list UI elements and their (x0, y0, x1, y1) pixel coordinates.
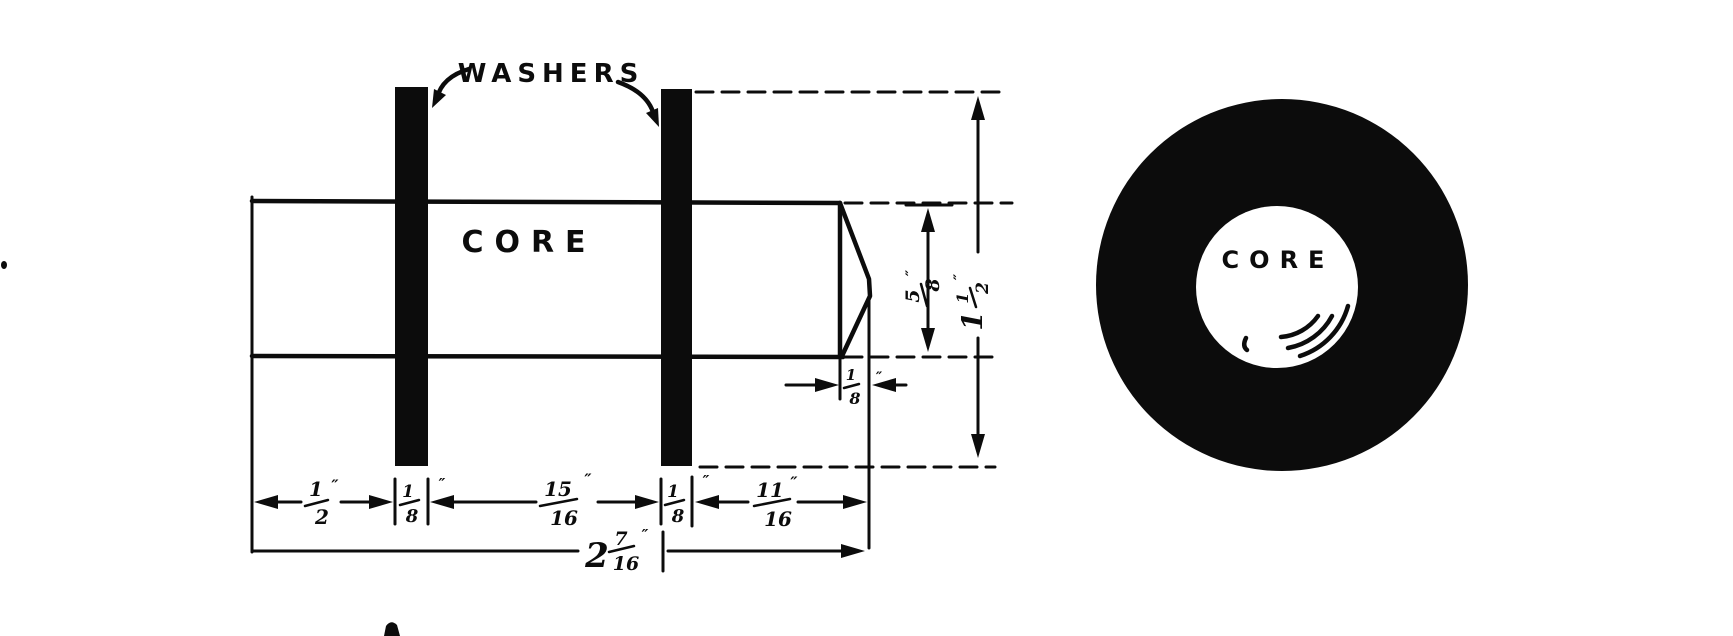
shading-arc (1278, 313, 1321, 340)
fraction-denominator: 2 (973, 282, 993, 295)
fraction-denominator: 16 (764, 507, 792, 531)
fraction-numerator: 5 (902, 289, 924, 302)
arrowhead (635, 495, 659, 509)
fraction-bar (919, 282, 929, 308)
fraction-denominator: 16 (550, 506, 578, 530)
fraction-bar (607, 544, 636, 554)
unit-mark: ″ (904, 269, 920, 276)
leader-arrow-left (432, 66, 472, 108)
arrowhead (646, 108, 659, 127)
fraction-denominator: 8 (405, 506, 419, 527)
arrowhead (695, 495, 719, 509)
dim-washer2-thickness: 1 8 ″ (659, 472, 710, 528)
shading-arc (1297, 303, 1351, 359)
core-end-label: CORE (1222, 246, 1335, 274)
unit-mark: ″ (642, 526, 649, 544)
fraction-bar (968, 286, 978, 309)
extension-lines (694, 90, 1014, 550)
fraction-numerator: 1 (667, 482, 679, 502)
fraction-numerator: 11 (756, 478, 784, 502)
fraction-numerator: 7 (614, 528, 627, 550)
unit-mark: ″ (703, 472, 710, 490)
arrowhead (841, 544, 865, 558)
fraction-denominator: 8 (922, 278, 944, 292)
side-view: WASHERS CORE (249, 59, 1014, 576)
dim-taper-length: 1 8 ″ (784, 366, 908, 408)
arrowhead-down (921, 328, 935, 352)
whole-number: 1 (956, 311, 989, 330)
dim-row-primary: 1 2 ″ 1 8 ″ 15 16 (254, 470, 867, 531)
dim-left-margin: 1 2 ″ (254, 476, 393, 529)
fraction-denominator: 16 (613, 553, 639, 575)
fraction-bar (398, 498, 421, 507)
unit-mark: ″ (790, 473, 798, 492)
rotated-label: 5 8 ″ (902, 269, 944, 308)
arrowhead-down (971, 434, 985, 458)
arrowhead-up (921, 208, 935, 232)
core-outline (249, 195, 873, 554)
core-top-line (249, 198, 843, 206)
shading-arcs (1242, 303, 1351, 359)
leader-arrow-right (615, 79, 659, 127)
end-view: CORE (1096, 99, 1468, 471)
dim-washer-diameter: 1 1 2 ″ (952, 96, 993, 458)
end-view-core-hole (1196, 206, 1358, 368)
arrowhead (843, 495, 867, 509)
arrowhead (254, 495, 278, 509)
core-side-label: CORE (461, 225, 596, 260)
fraction-denominator: 8 (848, 389, 860, 408)
rotated-label: 1 1 2 ″ (952, 273, 993, 331)
washer-2 (661, 89, 692, 466)
arrowhead (369, 495, 393, 509)
unit-mark: ″ (876, 370, 883, 386)
washers-callout: WASHERS (432, 59, 659, 127)
arrowhead (815, 378, 839, 392)
fraction-bar (663, 498, 686, 507)
fraction-denominator: 2 (314, 505, 329, 529)
whole-number: 2 (584, 536, 609, 576)
dim-overall-length: 2 7 16 ″ (250, 526, 865, 576)
shading-tick (1242, 335, 1250, 353)
washer-1 (395, 87, 428, 466)
core-taper-tip (837, 200, 873, 359)
unit-mark: ″ (952, 273, 968, 280)
shading-arc (1285, 313, 1335, 351)
dim-right-end: 11 16 ″ (695, 473, 867, 531)
washers-label: WASHERS (458, 59, 645, 89)
fraction-numerator: 1 (309, 477, 323, 501)
fraction-numerator: 1 (846, 366, 856, 384)
fraction-numerator: 1 (402, 482, 414, 502)
unit-mark: ″ (331, 476, 339, 495)
cropped-caption-mark (384, 622, 400, 636)
fraction-numerator: 15 (544, 477, 572, 501)
speck (1, 261, 7, 269)
arrowhead (872, 378, 896, 392)
dim-washer1-thickness: 1 8 ″ (393, 475, 446, 527)
dim-between-washers: 15 16 ″ (430, 470, 659, 530)
arrowhead (432, 89, 446, 108)
leader-line (615, 79, 656, 115)
scan-artifacts (1, 261, 400, 636)
dim-core-diameter: 5 8 ″ (902, 203, 954, 352)
arrowhead (430, 495, 454, 509)
fraction-numerator: 1 (953, 292, 972, 303)
fraction-bar (752, 497, 792, 508)
arrowhead-up (971, 96, 985, 120)
unit-mark: ″ (584, 470, 592, 489)
fraction-bar (538, 497, 579, 508)
core-bottom-line (249, 353, 846, 360)
fraction-bar (842, 382, 861, 390)
unit-mark: ″ (439, 475, 446, 493)
fraction-denominator: 8 (671, 506, 685, 527)
fraction-bar (303, 498, 330, 508)
